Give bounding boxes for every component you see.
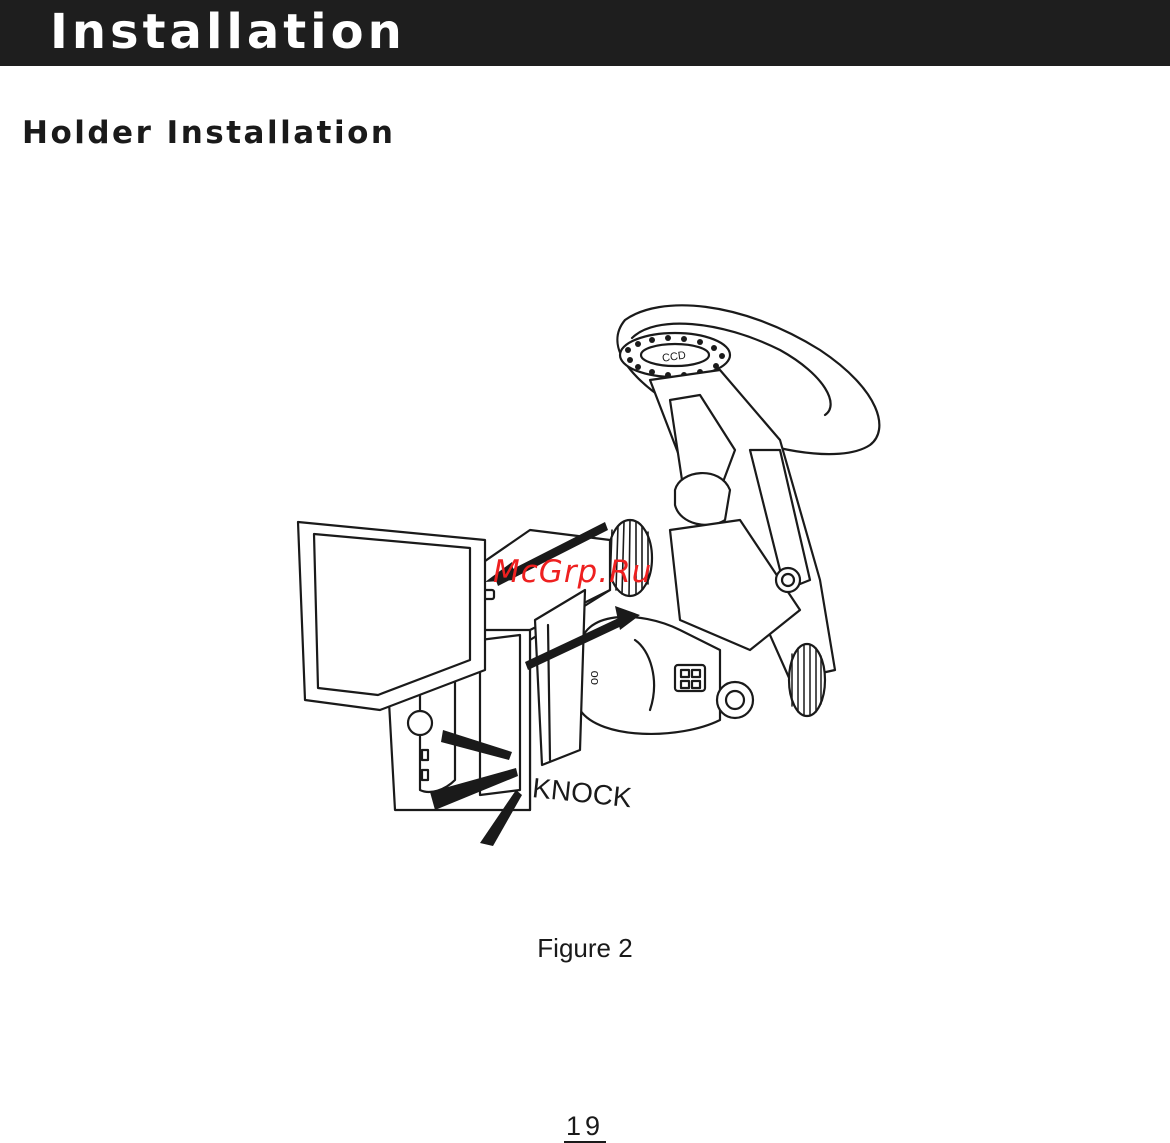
- section-title: Holder Installation: [22, 112, 395, 154]
- svg-text:oo: oo: [586, 671, 601, 685]
- page-title: Installation: [50, 2, 406, 62]
- knob-lower: [789, 644, 825, 716]
- page-number: 19: [0, 1110, 1170, 1142]
- lcd-panel: [298, 522, 485, 710]
- watermark: McGrp.Ru: [493, 552, 652, 592]
- page-number-text: 19: [564, 1111, 606, 1143]
- figure-caption: Figure 2: [0, 932, 1170, 964]
- knock-label: KNOCK: [531, 772, 634, 813]
- mount-bracket: [535, 590, 585, 765]
- header-bar: Installation: [0, 0, 1170, 66]
